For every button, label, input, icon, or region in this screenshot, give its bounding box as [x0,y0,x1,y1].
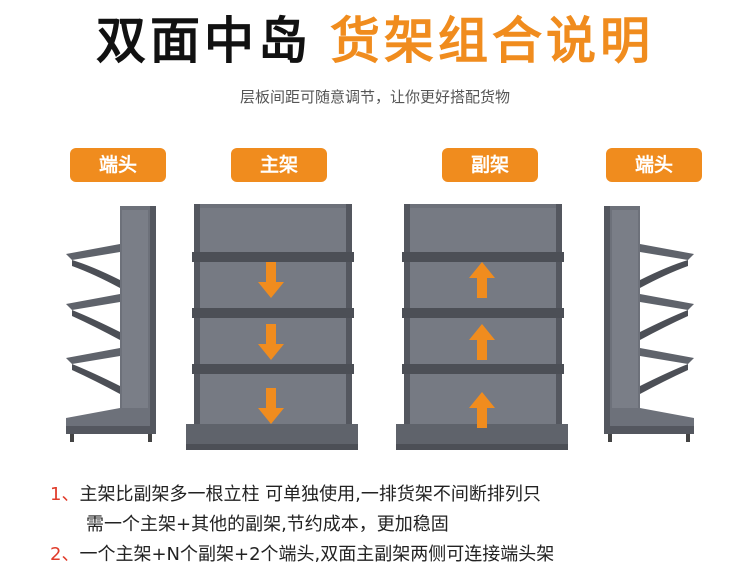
label-end-left: 端头 [70,148,166,182]
note-2-text: 一个主架+N个副架+2个端头,双面主副架两侧可连接端头架 [79,544,555,565]
arrow-up-icon [469,324,495,360]
end-shelf-left [66,206,156,442]
label-end-right: 端头 [606,148,702,182]
note-1-number: 1、 [50,484,80,505]
note-2-number: 2、 [50,544,80,565]
title-part-2: 货架组合说明 [330,12,654,70]
arrow-down-icon [258,388,284,424]
title-part-1: 双面中岛 [96,12,312,70]
label-main: 主架 [231,148,327,182]
arrow-up-icon [469,392,495,428]
arrow-down-icon [258,262,284,298]
arrow-up-icon [469,262,495,298]
end-shelf-right [604,206,694,442]
note-1-line-2: 需一个主架+其他的副架,节约成本，更加稳固 [86,514,449,535]
note-1-text: 主架比副架多一根立柱 可单独使用,一排货架不间断排列只 [79,484,541,505]
arrow-down-icon [258,324,284,360]
label-secondary: 副架 [442,148,538,182]
notes: 1、主架比副架多一根立柱 可单独使用,一排货架不间断排列只 需一个主架+其他的副… [50,480,730,570]
page-title: 双面中岛货架组合说明 [0,8,750,74]
subtitle: 层板间距可随意调节，让你更好搭配货物 [239,88,510,106]
note-2: 2、一个主架+N个副架+2个端头,双面主副架两侧可连接端头架 [50,540,730,570]
note-1-line-1: 1、主架比副架多一根立柱 可单独使用,一排货架不间断排列只 [50,480,730,510]
